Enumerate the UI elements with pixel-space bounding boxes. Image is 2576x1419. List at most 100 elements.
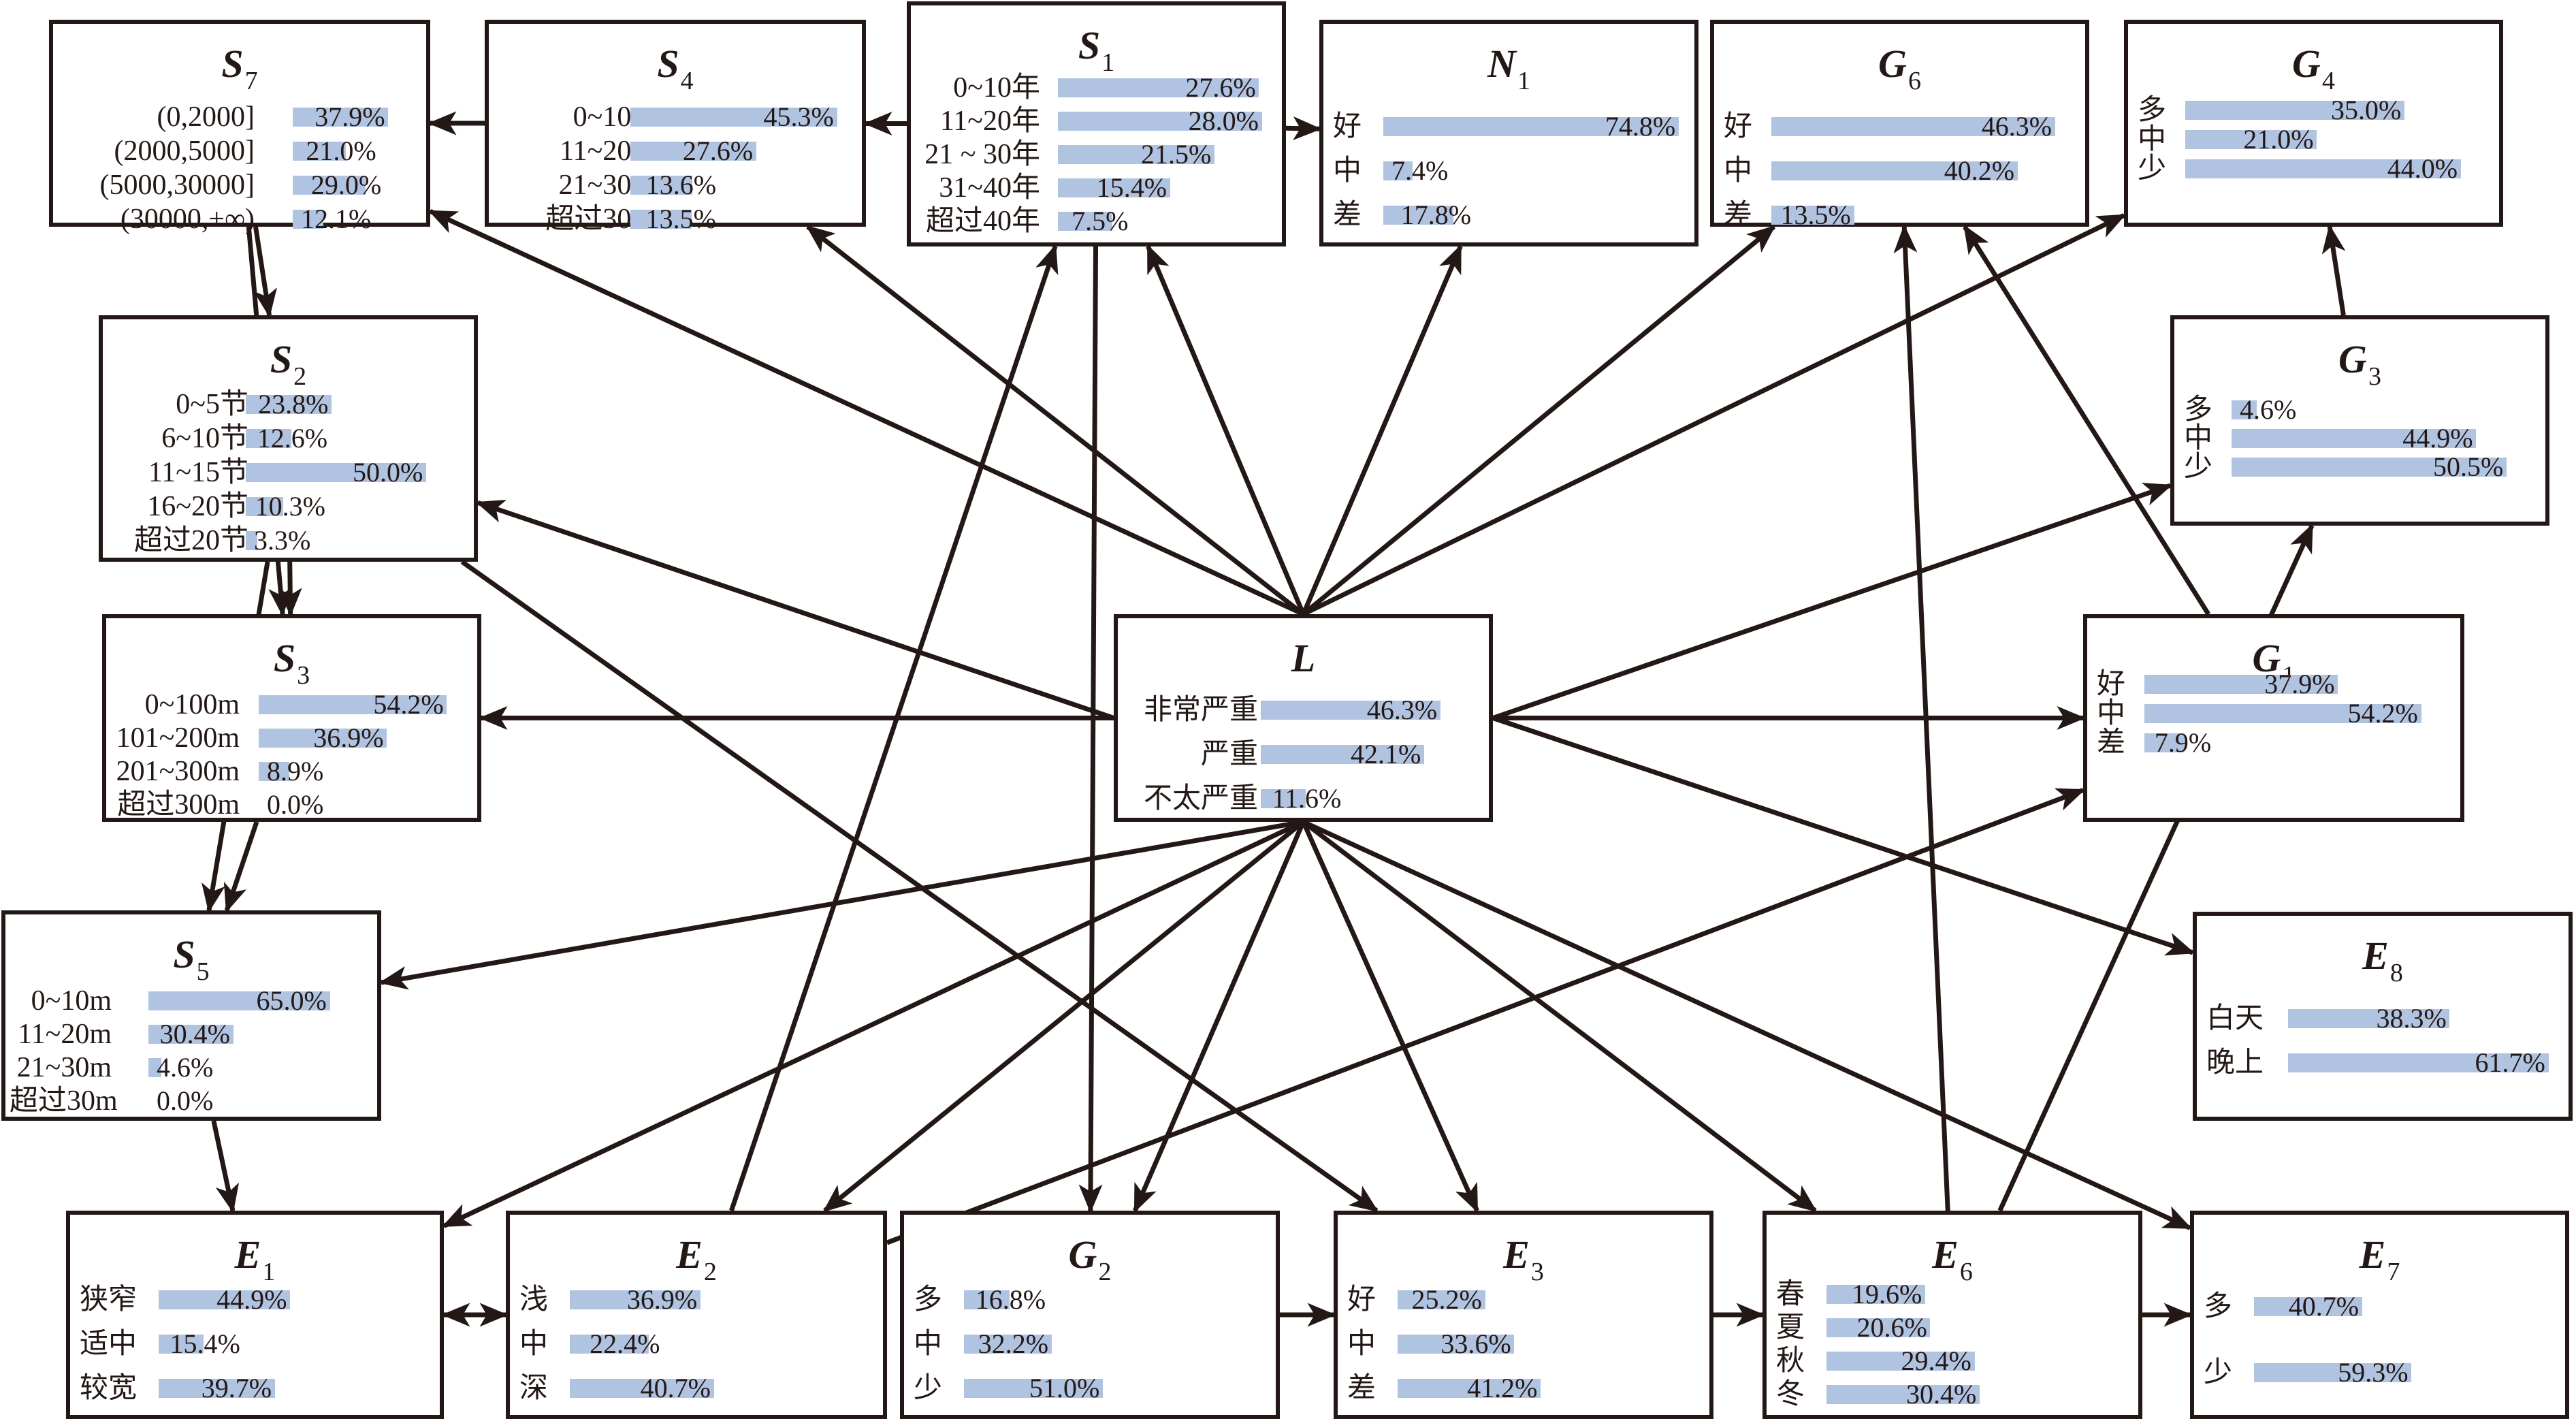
probability-bar [246,463,426,482]
node-title: G3 [2174,336,2545,391]
probability-bar [259,695,447,714]
state-label: 多 [2184,394,2213,426]
probability-bar [1383,206,1454,225]
probability-bar [570,1379,714,1398]
node-symbol: E [1932,1232,1959,1277]
node-subscript: 3 [297,661,310,690]
state-label: 狭窄 [80,1284,138,1316]
node-title: G6 [1714,40,2085,95]
probability-value: 50.0% [353,457,423,488]
state-label: 101~200m [116,722,240,754]
edge-e2-to-g1 [886,788,2086,1245]
probability-value: 15.4% [170,1328,240,1359]
probability-value: 40.7% [640,1373,711,1403]
edge-l-to-g4 [1302,213,2127,617]
probability-bar [630,108,837,127]
state-label: 超过300m [117,789,240,820]
probability-value: 36.9% [313,722,384,753]
probability-bar [630,210,692,229]
state-label: 适中 [80,1328,138,1360]
edge-l-to-e1 [441,819,1304,1228]
state-label: 0~10m [31,985,112,1017]
probability-bar [2232,458,2507,477]
state-label: 少 [2204,1357,2233,1388]
state-label: 好 [1347,1284,1376,1316]
state-label: 0~10年 [953,72,1040,103]
probability-bar [1058,145,1215,164]
state-label: 中 [519,1328,549,1360]
state-label: 201~300m [116,756,240,787]
state-row: (5000,30000]29.0% [53,168,426,202]
state-label: 晚上 [2206,1047,2264,1079]
edge-s7-to-s2 [253,226,277,318]
node-symbol: L [1291,636,1316,680]
node-symbol: E [676,1232,703,1277]
probability-bar [2254,1363,2412,1382]
edge-e6-to-g6 [1893,224,1950,1211]
probability-value: 44.0% [2387,153,2458,184]
edge-l-to-s5 [379,819,1304,990]
node-subscript: 4 [680,67,694,95]
edge-l-to-e3 [1301,820,1479,1213]
probability-value: 30.4% [1905,1379,1977,1409]
state-label: (5000,30000] [99,170,255,201]
probability-value: 37.9% [315,101,385,132]
state-label: 不太严重 [1143,783,1258,814]
probability-bar [293,142,346,161]
node-symbol: E [1503,1232,1530,1277]
state-label: 白天 [2206,1003,2264,1034]
probability-bar [964,1290,1010,1309]
state-label: 中 [2097,698,2126,729]
state-label: 浅 [519,1284,549,1316]
probability-bar [246,395,332,414]
state-label: 21~30m [558,170,654,201]
state-label: 11~20m [18,1019,112,1050]
probability-bar [259,729,387,748]
probability-bar [293,108,389,127]
state-label: 21~30m [16,1052,112,1083]
probability-bar [2288,1053,2549,1072]
state-label: 严重 [1200,739,1258,770]
state-label: 夏 [1776,1312,1805,1343]
probability-value: 41.2% [1467,1373,1538,1403]
state-label: 16~20节 [147,491,248,522]
node-subscript: 8 [2389,959,2403,987]
node-subscript: 3 [2368,362,2381,391]
probability-bar [159,1379,275,1398]
probability-value: 33.6% [1440,1328,1511,1359]
state-row: 适中 15.4% [70,1327,440,1361]
state-label: 31~40年 [939,172,1040,204]
probability-bar [246,497,283,516]
state-label: 非常严重 [1143,695,1258,726]
probability-value: 39.7% [201,1373,272,1403]
node-symbol: G [1878,42,1907,86]
edge-s5-to-e1 [211,1120,240,1213]
probability-value: 3.3% [254,525,311,556]
probability-bar [1261,701,1440,720]
state-label: 好 [1333,111,1362,142]
state-label: (0,2000] [157,101,255,133]
probability-bar [246,429,291,448]
node-symbol: G [2252,636,2281,680]
probability-bar [2232,429,2477,448]
probability-bar [1383,161,1413,180]
edge-l-to-s2 [475,500,1115,720]
